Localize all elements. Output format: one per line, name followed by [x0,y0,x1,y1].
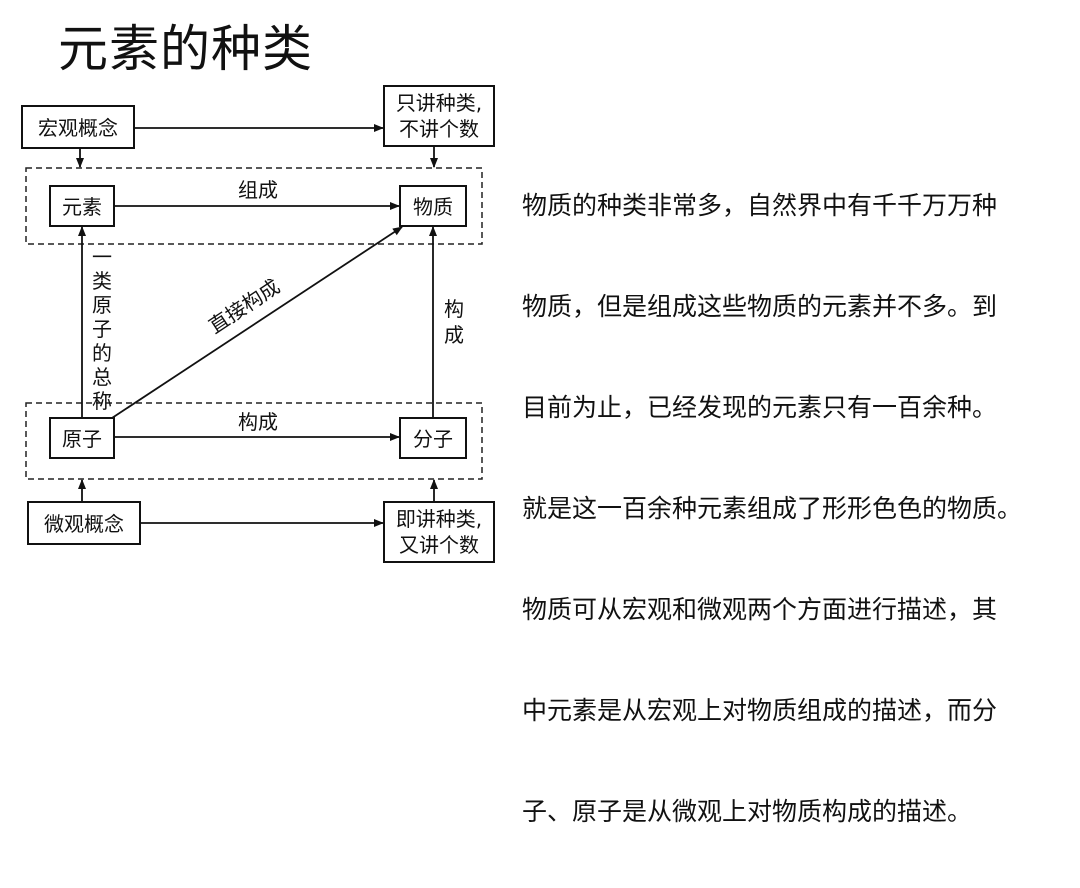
compose-label: 组成 [238,178,278,202]
atom-box [49,417,115,459]
paragraph-line: 子、原子是从微观上对物质构成的描述。 [522,796,973,826]
micro-concept-box [27,501,141,545]
both-line2: 又讲个数 [399,533,479,557]
molecule-box [399,417,467,459]
paragraph-line: 物质，但是组成这些物质的元素并不多。到 [522,291,998,321]
paragraph-line: 中元素是从宏观上对物质组成的描述，而分 [522,695,998,725]
constitute-right-label: 构成 [444,297,464,347]
macro-concept-box [21,105,135,149]
micro-concept-label: 微观概念 [44,512,124,536]
element-label: 元素 [62,195,102,219]
atom-label: 原子 [62,427,102,451]
paragraph-line: 物质可从宏观和微观两个方面进行描述，其 [522,594,998,624]
substance-label: 物质 [413,195,453,219]
macro-concept-label: 宏观概念 [38,116,118,140]
element-box [49,185,115,227]
only-kind-line2: 不讲个数 [399,117,479,141]
micro-dashed-frame [25,402,483,480]
substance-box [399,185,467,227]
both-line1: 即讲种类, [396,507,482,531]
arrow-atom-to-substance [111,226,403,419]
concept-diagram: 宏观概念 只讲种类, 不讲个数 元素 物质 原子 分子 微观概念 即讲种类, 又… [21,85,495,563]
paragraph-line: 物质的种类非常多，自然界中有千千万万种 [522,190,998,220]
page-title: 元素的种类 [58,20,313,78]
only-kind-box [383,85,495,147]
paragraph-line: 就是这一百余种元素组成了形形色色的物质。 [522,493,1023,523]
class-of-atoms-label: 一类原子的总称 [92,245,112,413]
both-box [383,501,495,563]
macro-dashed-frame [25,167,483,245]
constitute-bottom-label: 构成 [238,410,278,434]
molecule-label: 分子 [413,427,453,451]
only-kind-line1: 只讲种类, [396,91,482,115]
description-paragraph: 物质的种类非常多，自然界中有千千万万种 物质，但是组成这些物质的元素并不多。到 … [522,130,1070,888]
paragraph-line: 目前为止，已经发现的元素只有一百余种。 [522,392,998,422]
direct-constitute-label: 直接构成 [204,274,284,338]
